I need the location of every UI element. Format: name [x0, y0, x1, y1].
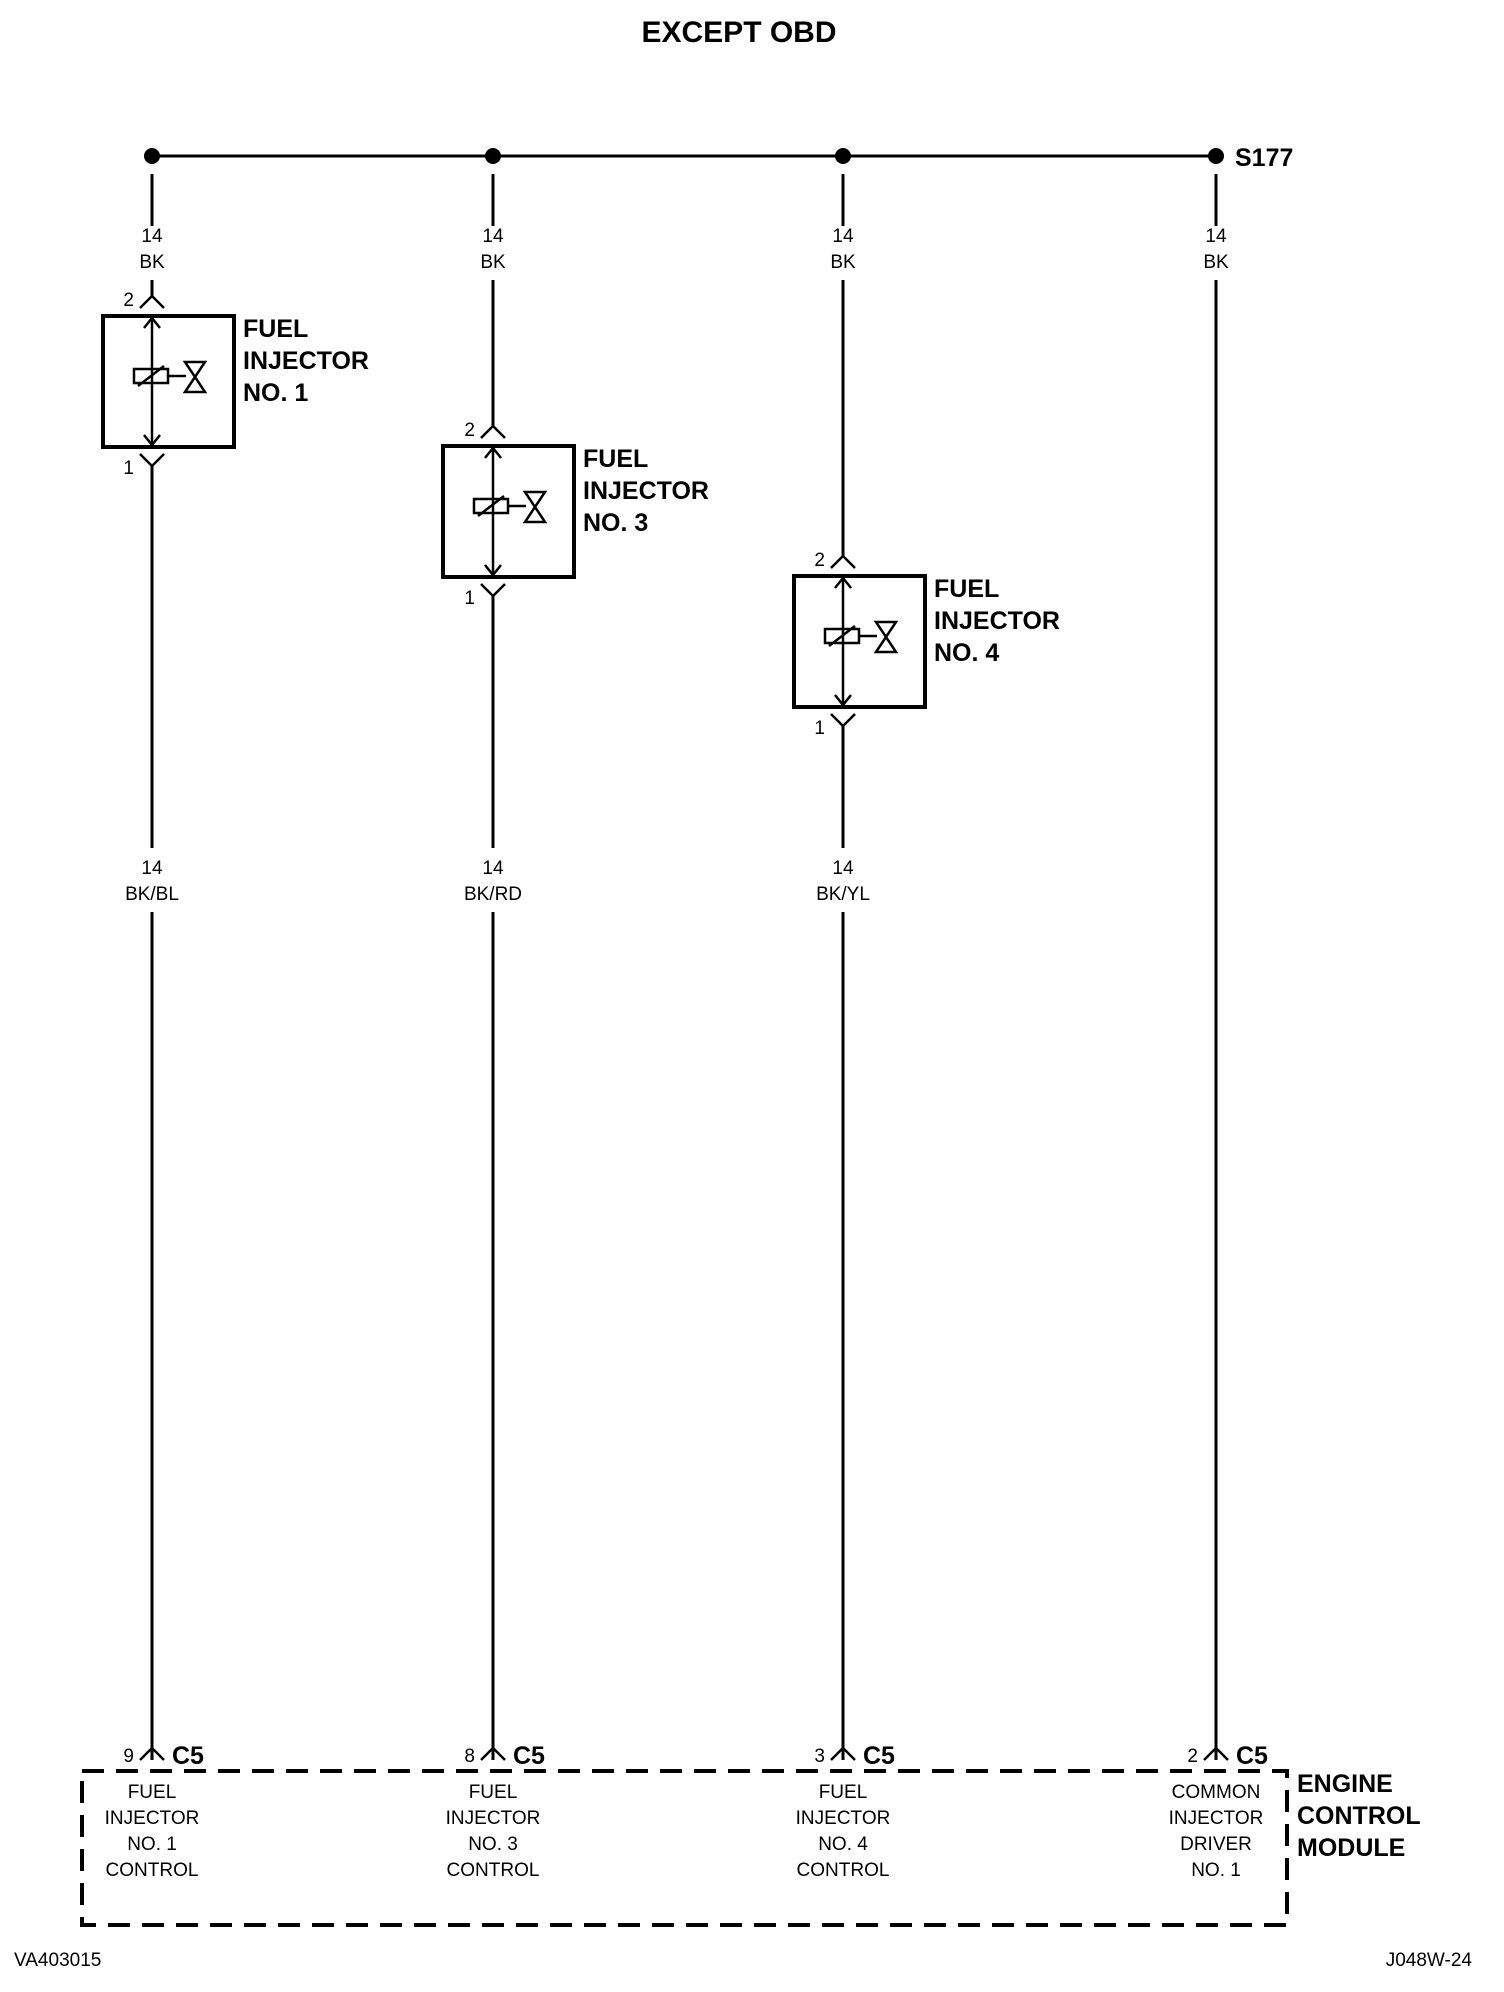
pin-label: 1: [464, 588, 475, 609]
ecm-pin-number: 9: [123, 1746, 134, 1767]
diagram-title: EXCEPT OBD: [641, 16, 836, 49]
solenoid-valve-icon: [472, 490, 548, 524]
ecm-pin-desc: NO. 1: [1191, 1860, 1241, 1881]
figure-code-left: VA403015: [14, 1950, 101, 1971]
splice-label: S177: [1235, 144, 1293, 172]
ecm-pin-number: 8: [464, 1746, 475, 1767]
wire-color: BK: [830, 252, 856, 273]
injector-3: 2 1 FUEL INJECTOR NO. 3: [441, 420, 709, 609]
component-label: NO. 4: [934, 639, 999, 667]
wire-color: BK/YL: [816, 884, 870, 905]
wire-gauge: 14: [1205, 226, 1227, 247]
wire-color: BK: [1203, 252, 1229, 273]
wire-gauge: 14: [832, 858, 854, 879]
circuit-injector-4: 2 1 FUEL INJECTOR NO. 4 14 BK/YL: [792, 174, 1060, 1760]
component-label: INJECTOR: [934, 607, 1060, 635]
ecm-connector-pins: 9 C5 8 C5 3 C5 2 C5: [123, 1742, 1268, 1770]
ecm-pin-desc: INJECTOR: [446, 1808, 541, 1829]
ecm-connector-id: C5: [172, 1742, 204, 1770]
wire-color: BK/RD: [464, 884, 522, 905]
ecm-pin-desc: FUEL: [469, 1782, 518, 1803]
wire-gauge: 14: [141, 858, 163, 879]
component-label: FUEL: [243, 315, 308, 343]
pin-label: 2: [464, 420, 475, 441]
injector-1: 2 1 FUEL INJECTOR NO. 1: [101, 290, 369, 479]
circuit-injector-1: 2 1 FUEL INJECTOR NO. 1 14 BK/BL: [101, 174, 369, 1760]
ecm-connector-id: C5: [1236, 1742, 1268, 1770]
ecm-pin-desc: NO. 3: [468, 1834, 518, 1855]
ecm-pin-desc: NO. 4: [818, 1834, 868, 1855]
ecm-connector-id: C5: [513, 1742, 545, 1770]
ecm-pin-number: 3: [814, 1746, 825, 1767]
component-label: INJECTOR: [583, 477, 709, 505]
wire-gauge: 14: [482, 858, 504, 879]
splice-dot-3: [835, 148, 851, 164]
component-label: FUEL: [583, 445, 648, 473]
ecm-connector-id: C5: [863, 1742, 895, 1770]
ecm-pin-desc: INJECTOR: [796, 1808, 891, 1829]
ecm-label: ENGINE: [1297, 1770, 1393, 1798]
ecm-label: MODULE: [1297, 1834, 1405, 1862]
wire-gauge: 14: [832, 226, 854, 247]
splice-dot-4: [1208, 148, 1224, 164]
ecm-pin-desc: CONTROL: [797, 1860, 890, 1881]
pin-label: 2: [814, 550, 825, 571]
ecm-pin-desc: INJECTOR: [1169, 1808, 1264, 1829]
ecm-pin-desc: INJECTOR: [105, 1808, 200, 1829]
ecm-pin-number: 2: [1187, 1746, 1198, 1767]
top-wire-labels: 14 BK 14 BK 14 BK 14 BK: [139, 226, 1229, 273]
splice-dot-1: [144, 148, 160, 164]
solenoid-valve-icon: [132, 360, 208, 394]
wire-gauge: 14: [482, 226, 504, 247]
ecm-pin-desc: CONTROL: [447, 1860, 540, 1881]
wire-color: BK/BL: [125, 884, 179, 905]
figure-code-right: J048W-24: [1386, 1950, 1473, 1971]
component-label: NO. 3: [583, 509, 648, 537]
component-label: NO. 1: [243, 379, 308, 407]
component-label: FUEL: [934, 575, 999, 603]
ecm-pin-desc: FUEL: [819, 1782, 868, 1803]
ecm-pin-desc: NO. 1: [127, 1834, 177, 1855]
component-label: INJECTOR: [243, 347, 369, 375]
pin-label: 1: [123, 458, 134, 479]
wire-color: BK: [480, 252, 506, 273]
ecm-pin-desc: CONTROL: [106, 1860, 199, 1881]
ecm-label: CONTROL: [1297, 1802, 1421, 1830]
engine-control-module: FUEL INJECTOR NO. 1 CONTROL FUEL INJECTO…: [80, 1769, 1421, 1927]
circuit-injector-3: 2 1 FUEL INJECTOR NO. 3 14 BK/RD: [441, 174, 709, 1760]
injector-4: 2 1 FUEL INJECTOR NO. 4: [792, 550, 1060, 739]
splice-dot-2: [485, 148, 501, 164]
pin-label: 1: [814, 718, 825, 739]
pin-label: 2: [123, 290, 134, 311]
ecm-pin-desc: FUEL: [128, 1782, 177, 1803]
splice-bus: S177: [144, 144, 1293, 172]
solenoid-valve-icon: [823, 620, 899, 654]
wire-color: BK: [139, 252, 165, 273]
wire-gauge: 14: [141, 226, 163, 247]
ecm-pin-desc: COMMON: [1172, 1782, 1261, 1803]
ecm-pin-desc: DRIVER: [1180, 1834, 1252, 1855]
